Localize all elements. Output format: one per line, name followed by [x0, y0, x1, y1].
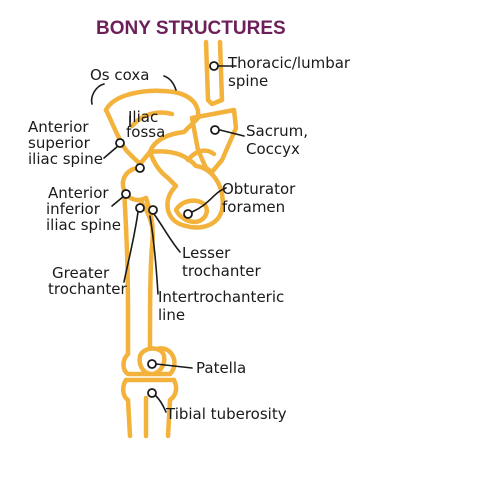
diagram-title: BONY STRUCTURES — [96, 18, 286, 39]
label-anterior-inferior-iliac-spine: Anterior inferior iliac spine — [46, 184, 121, 234]
tibia-shape — [123, 380, 130, 436]
label-os-coxa: Os coxa — [90, 66, 149, 84]
label-lesser-trochanter: Lesser trochanter — [182, 244, 261, 280]
label-anterior-superior-iliac-spine: Anterior superior iliac spine — [28, 118, 103, 168]
label-sacrum-coccyx: Sacrum, Coccyx — [246, 122, 313, 158]
label-tibial-tuberosity: Tibial tuberosity — [165, 405, 287, 423]
label-patella: Patella — [196, 359, 246, 377]
label-greater-trochanter: Greater trochanter — [48, 264, 127, 298]
label-thoracic-lumbar-spine: Thoracic/lumbar spine — [227, 54, 355, 90]
label-iliac-fossa: Iliac fossa — [126, 108, 165, 141]
spine-shape — [206, 42, 222, 104]
label-obturator-foramen: Obturator foramen — [222, 180, 300, 216]
label-intertrochanteric-line: Intertrochanteric line — [158, 288, 289, 324]
